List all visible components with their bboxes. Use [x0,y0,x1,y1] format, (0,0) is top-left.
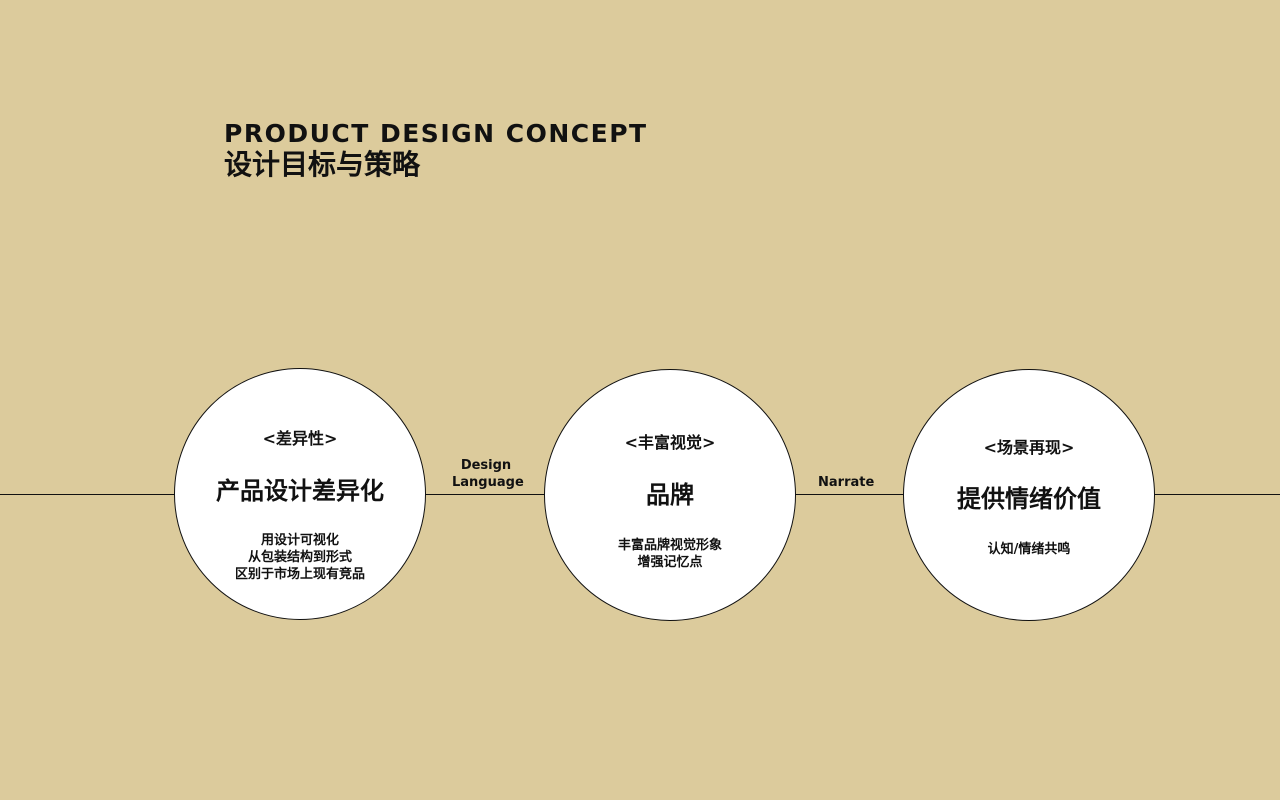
circle-tag: <场景再现> [983,438,1075,457]
circle-title: 提供情绪价值 [957,485,1101,513]
title-english: PRODUCT DESIGN CONCEPT [224,119,648,148]
circle-desc-line: 从包装结构到形式 [247,550,352,565]
circle-desc-line: 用设计可视化 [260,533,339,548]
circle-desc-line: 认知/情绪共鸣 [987,542,1071,557]
title-chinese: 设计目标与策略 [224,148,421,181]
circle-desc-line: 区别于市场上现有竞品 [234,567,365,582]
connector-line: Language [452,475,524,490]
circle-title: 产品设计差异化 [216,477,384,505]
circle-desc-line: 增强记忆点 [637,555,703,570]
connector-label-narrate: Narrate [814,474,878,491]
concept-circle-brand: <丰富视觉> 品牌 丰富品牌视觉形象 增强记忆点 [544,369,796,621]
circle-desc-line: 丰富品牌视觉形象 [617,538,722,553]
page-header: PRODUCT DESIGN CONCEPT 设计目标与策略 [224,120,648,182]
circle-tag: <丰富视觉> [624,433,716,452]
connector-line: Design [460,458,512,473]
connector-label-design-language: Design Language [448,457,524,491]
connector-line: Narrate [818,475,875,490]
circle-title: 品牌 [646,481,694,509]
circle-tag: <差异性> [262,429,338,448]
concept-circle-differentiation: <差异性> 产品设计差异化 用设计可视化 从包装结构到形式 区别于市场上现有竞品 [174,368,426,620]
concept-circle-scene: <场景再现> 提供情绪价值 认知/情绪共鸣 [903,369,1155,621]
